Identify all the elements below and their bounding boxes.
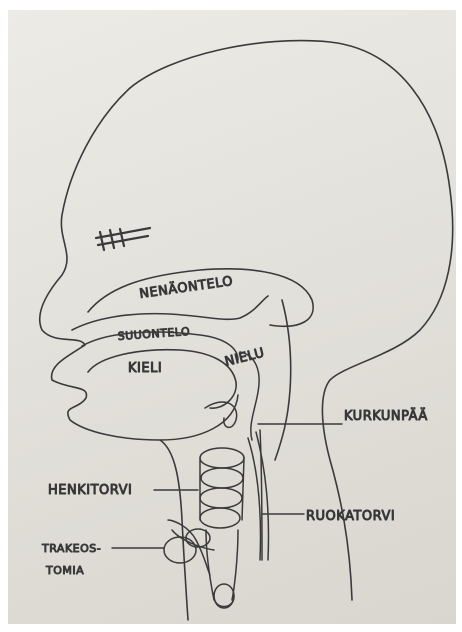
label-pharynx: NIELU: [223, 346, 266, 370]
esophagus-tube: [248, 432, 269, 560]
pharynx-back-wall: [275, 300, 291, 460]
label-larynx: KURKUNPÄÄ: [344, 408, 428, 424]
trachea-rings: [200, 448, 244, 600]
eyebrow-mark: [96, 228, 150, 250]
nasal-cavity-floor: [72, 296, 268, 330]
label-tracheostomy-line2: TOMIA: [45, 564, 84, 577]
face-profile: [40, 88, 188, 620]
label-oral-cavity: SUUONTELO: [117, 325, 190, 343]
tongue-shape: [88, 350, 236, 409]
tracheostomy-tube: [164, 520, 234, 608]
label-tongue: KIELI: [128, 361, 162, 376]
label-trachea: HENKITORVI: [48, 483, 132, 498]
label-tracheostomy-line1: TRAKEOS-: [41, 542, 101, 555]
label-esophagus: RUOKATORVI: [306, 509, 395, 524]
head-outline: [130, 41, 453, 600]
